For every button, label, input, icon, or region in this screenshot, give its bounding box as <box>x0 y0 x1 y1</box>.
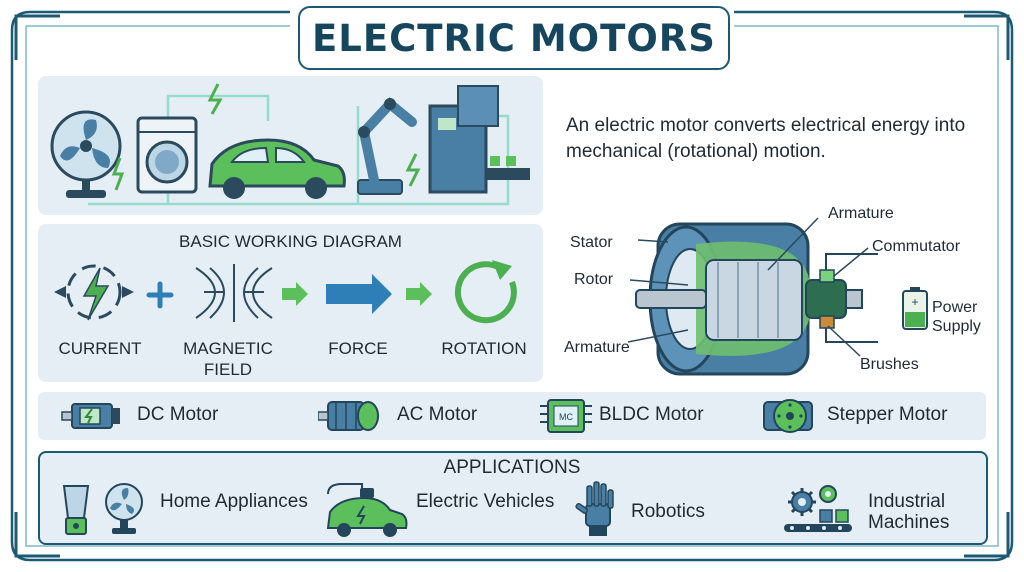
electric-vehicles-icon <box>326 483 408 537</box>
arrow-right-icon <box>282 282 308 306</box>
battery-icon: + <box>902 287 928 330</box>
app-electric-vehicles: Electric Vehicles <box>416 491 555 512</box>
motor-types-panel <box>38 392 986 440</box>
electric-car-icon <box>208 138 346 199</box>
force-arrow-icon <box>326 274 392 314</box>
title-box: ELECTRIC MOTORS <box>298 6 730 70</box>
industrial-machines-icon <box>784 485 852 532</box>
fan-icon <box>50 110 122 198</box>
ac-motor-icon <box>318 401 379 431</box>
current-icon <box>54 264 134 321</box>
hero-illustration <box>50 83 530 206</box>
label-stator: Stator <box>570 234 613 251</box>
stepper-motor-icon <box>763 399 813 433</box>
bldc-chip-icon: MC <box>540 399 592 433</box>
intro-text: An electric motor converts electrical en… <box>566 115 966 162</box>
label-brushes: Brushes <box>860 356 919 373</box>
app-home-appliances: Home Appliances <box>160 491 308 512</box>
applications-title: APPLICATIONS <box>443 457 581 478</box>
label-armature-top: Armature <box>828 205 894 222</box>
arrow-right-icon-2 <box>406 282 432 306</box>
page-title: ELECTRIC MOTORS <box>312 16 716 60</box>
step-current: CURRENT <box>58 339 142 358</box>
magnetic-field-icon <box>195 264 273 322</box>
label-armature-bottom: Armature <box>564 339 630 356</box>
step-rotation: ROTATION <box>441 339 527 358</box>
industrial-machine-icon <box>428 85 530 194</box>
robot-arm-icon <box>357 97 417 195</box>
type-ac-motor: AC Motor <box>397 404 478 425</box>
rotation-icon <box>454 260 517 324</box>
type-stepper-motor: Stepper Motor <box>827 404 948 425</box>
diagram-title: BASIC WORKING DIAGRAM <box>179 232 402 251</box>
type-bldc-motor: BLDC Motor <box>599 404 704 425</box>
bldc-chip-text: MC <box>559 412 573 422</box>
dc-motor-icon <box>61 403 120 429</box>
step-magnetic-field: MAGNETIC FIELD <box>183 339 273 379</box>
working-diagram <box>54 260 517 324</box>
app-industrial-machines: Industrial Machines <box>868 491 950 533</box>
label-commutator: Commutator <box>872 238 961 255</box>
svg-text:+: + <box>911 295 918 309</box>
plus-icon <box>146 281 174 309</box>
label-rotor: Rotor <box>574 271 614 288</box>
step-force: FORCE <box>328 339 388 358</box>
app-robotics: Robotics <box>631 501 705 522</box>
type-dc-motor: DC Motor <box>137 404 219 425</box>
robotic-hand-icon <box>575 481 614 536</box>
home-appliances-icon <box>62 483 143 535</box>
label-power-supply: Power Supply <box>932 299 981 335</box>
washing-machine-icon <box>136 116 198 194</box>
motor-cutaway <box>628 217 878 376</box>
